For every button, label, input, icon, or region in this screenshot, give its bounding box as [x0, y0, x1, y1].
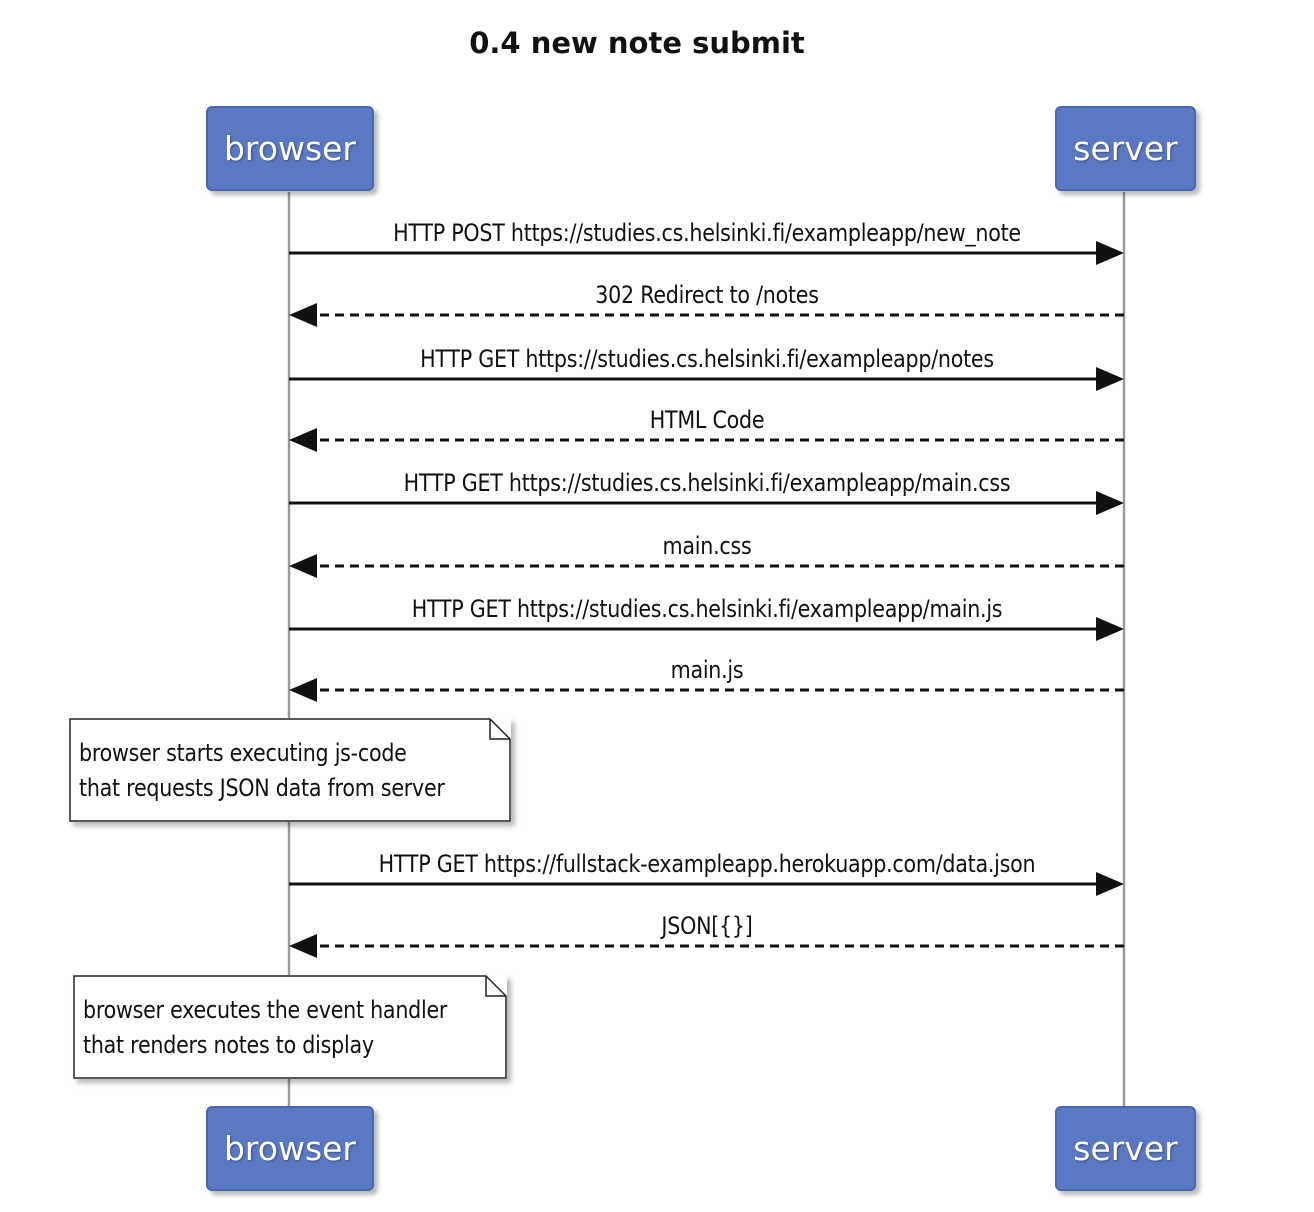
message-label: HTTP GET https://fullstack-exampleapp.he…	[378, 850, 1036, 878]
message-label: main.css	[662, 532, 752, 560]
participant-browser-top: browser	[206, 106, 374, 191]
participant-server-top: server	[1055, 106, 1196, 191]
message-label: 302 Redirect to /notes	[595, 281, 819, 309]
message-label: HTTP GET https://studies.cs.helsinki.fi/…	[411, 595, 1003, 623]
participant-server-bottom: server	[1055, 1106, 1196, 1191]
note-line: that renders notes to display	[83, 1031, 374, 1059]
note-line: browser starts executing js-code	[79, 739, 407, 767]
note-line: that requests JSON data from server	[79, 774, 445, 802]
message-arrowhead	[1096, 241, 1124, 265]
message-label: JSON[{}]	[661, 912, 753, 940]
participant-browser-bottom: browser	[206, 1106, 374, 1191]
message-label: HTTP POST https://studies.cs.helsinki.fi…	[393, 219, 1021, 247]
message-arrowhead	[1096, 617, 1124, 641]
message-arrowhead	[289, 934, 317, 958]
note-line: browser executes the event handler	[83, 996, 448, 1024]
note-js-executing: browser starts executing js-code that re…	[69, 718, 511, 822]
message-arrowhead	[1096, 872, 1124, 896]
message-label: HTML Code	[649, 406, 765, 434]
message-arrowhead	[289, 554, 317, 578]
message-arrowhead	[289, 428, 317, 452]
note-event-handler: browser executes the event handler that …	[73, 975, 507, 1079]
diagram-title: 0.4 new note submit	[469, 26, 805, 60]
message-arrowhead	[289, 303, 317, 327]
message-arrowhead	[289, 678, 317, 702]
message-label: HTTP GET https://studies.cs.helsinki.fi/…	[420, 345, 994, 373]
message-arrowhead	[1096, 491, 1124, 515]
messages-layer	[289, 241, 1124, 958]
message-label: main.js	[670, 656, 744, 684]
message-label: HTTP GET https://studies.cs.helsinki.fi/…	[403, 469, 1011, 497]
message-arrowhead	[1096, 367, 1124, 391]
